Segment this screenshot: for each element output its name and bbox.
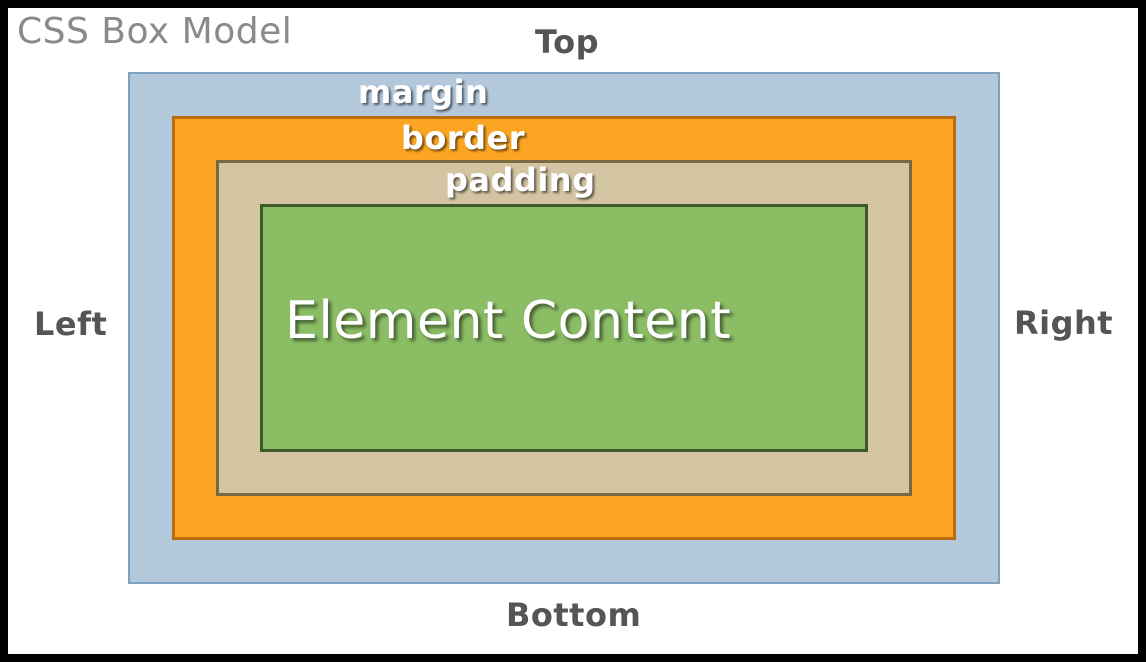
margin-label: margin (358, 73, 489, 111)
content-label: Element Content (285, 291, 732, 351)
right-label: Right (1014, 304, 1114, 342)
left-label: Left (34, 305, 108, 343)
diagram-canvas: CSS Box Model Top Bottom Left Right marg… (8, 8, 1138, 654)
padding-label: padding (445, 161, 596, 199)
top-label: Top (535, 23, 599, 61)
border-label: border (401, 119, 526, 157)
content-box (260, 204, 868, 452)
diagram-title: CSS Box Model (17, 11, 293, 52)
bottom-label: Bottom (506, 596, 642, 634)
